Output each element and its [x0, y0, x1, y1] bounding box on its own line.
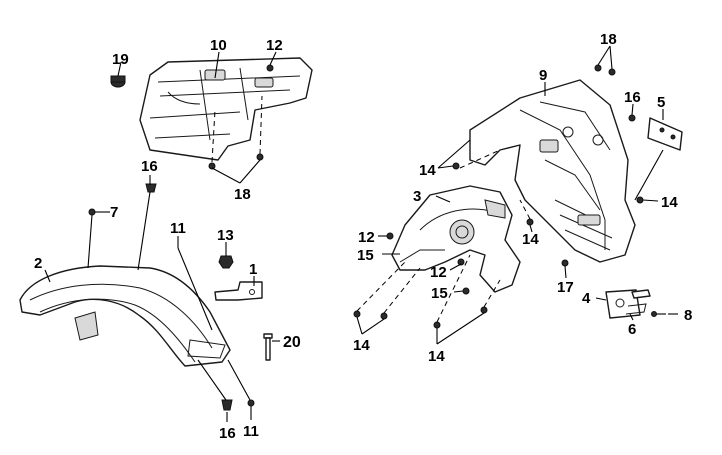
screw-part-11-bottom — [247, 399, 255, 407]
callout-12: 12 — [358, 229, 375, 246]
callout-12: 12 — [430, 264, 447, 281]
callout-19: 19 — [112, 51, 129, 68]
clip-part-6 — [625, 289, 651, 315]
callout-1: 1 — [249, 261, 257, 278]
callout-9: 9 — [539, 67, 547, 84]
bolt-part-12-top — [266, 64, 274, 72]
callout-6: 6 — [628, 321, 636, 338]
callout-20: 20 — [283, 334, 301, 351]
reflector-part-5 — [647, 117, 683, 151]
callout-3: 3 — [413, 188, 421, 205]
bolt-part-20 — [263, 333, 273, 361]
callout-16: 16 — [219, 425, 236, 442]
callout-11: 11 — [243, 423, 259, 440]
callout-17: 17 — [557, 279, 574, 296]
callout-10: 10 — [210, 37, 227, 54]
callout-4: 4 — [582, 290, 591, 307]
callout-15: 15 — [431, 285, 448, 302]
cap-part-19 — [110, 75, 126, 88]
nut-part-13 — [218, 255, 234, 269]
callout-16: 16 — [624, 89, 641, 106]
callout-14: 14 — [419, 162, 436, 179]
callout-7: 7 — [110, 204, 118, 221]
screw-part-7 — [88, 208, 96, 216]
latch-part-4 — [605, 289, 641, 319]
callout-11: 11 — [170, 220, 186, 237]
rear-fender — [19, 265, 231, 367]
callout-8: 8 — [684, 307, 692, 324]
bolt-part-8 — [651, 311, 666, 317]
clip-part-16-top — [145, 183, 157, 193]
callout-13: 13 — [217, 227, 234, 244]
rear-inner-fender — [469, 79, 636, 263]
callout-15: 15 — [357, 247, 374, 264]
callout-18: 18 — [234, 186, 251, 203]
callout-18: 18 — [600, 31, 617, 48]
clip-part-16-bottom — [221, 399, 233, 411]
frame-part-3 — [391, 185, 521, 293]
callout-14: 14 — [428, 348, 445, 365]
callout-14: 14 — [661, 194, 678, 211]
callout-16: 16 — [141, 158, 158, 175]
callout-5: 5 — [657, 94, 665, 111]
bracket-part-1 — [214, 281, 263, 301]
splash-guard-plate — [139, 57, 313, 161]
callout-14: 14 — [522, 231, 539, 248]
callout-14: 14 — [353, 337, 370, 354]
callout-12: 12 — [266, 37, 283, 54]
callout-2: 2 — [34, 255, 42, 272]
